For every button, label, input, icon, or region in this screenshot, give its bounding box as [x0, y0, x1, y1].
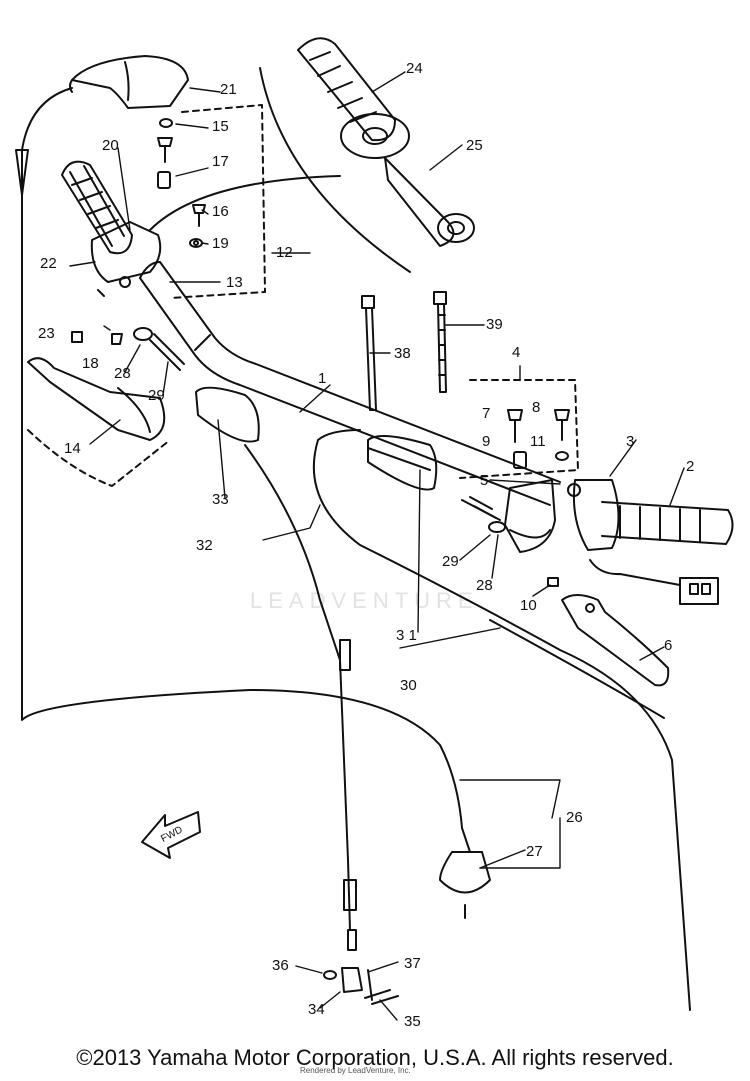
callout-38: 38	[394, 345, 411, 362]
callout-20: 20	[102, 137, 119, 154]
callout-25: 25	[466, 137, 483, 154]
callout-bracket-14	[27, 429, 171, 487]
callout-29a: 29	[148, 387, 165, 404]
cable-tie-39	[433, 291, 447, 393]
callout-31: 3 1	[396, 627, 417, 644]
callout-3: 3	[626, 433, 634, 450]
callout-6: 6	[664, 637, 672, 654]
callout-1: 1	[318, 370, 326, 387]
connector	[679, 577, 719, 605]
callout-12: 12	[276, 244, 293, 261]
callout-19: 19	[212, 235, 229, 252]
left-switch-housing	[90, 221, 162, 288]
callout-32: 32	[196, 537, 213, 554]
callout-21: 21	[220, 81, 237, 98]
callout-24: 24	[406, 60, 423, 77]
callout-4: 4	[512, 344, 520, 361]
front-brake-cable	[312, 429, 691, 1011]
callout-22: 22	[40, 255, 57, 272]
copyright-footer: ©2013 Yamaha Motor Corporation, U.S.A. A…	[76, 1045, 674, 1070]
switch-wire	[149, 175, 341, 231]
left-lever	[27, 357, 166, 441]
callout-17: 17	[212, 153, 229, 170]
right-switch-wire	[589, 559, 681, 586]
callout-8: 8	[532, 399, 540, 416]
cable-tie-38	[361, 295, 377, 411]
throttle-cable	[21, 87, 463, 829]
cable-end-clutch	[339, 639, 351, 671]
watermark-text: LEADVENTURE	[250, 588, 479, 613]
callout-29b: 29	[442, 553, 459, 570]
right-lever	[561, 594, 670, 687]
small-screws	[157, 118, 206, 248]
right-grip	[601, 501, 734, 545]
cable-end-parts	[323, 879, 399, 1005]
clutch-cable	[244, 444, 351, 931]
left-adjuster	[71, 289, 185, 371]
callout-39: 39	[486, 316, 503, 333]
callout-9: 9	[482, 433, 490, 450]
callout-7: 7	[482, 405, 490, 422]
right-switch-housing	[567, 479, 620, 551]
callout-10: 10	[520, 597, 537, 614]
rendered-by-note: Rendered by LeadVenture, Inc.	[300, 1066, 411, 1075]
callout-14: 14	[64, 440, 81, 457]
fwd-arrow	[141, 811, 201, 859]
callout-36: 36	[272, 957, 289, 974]
callout-26: 26	[566, 809, 583, 826]
callout-bracket-12	[169, 104, 266, 299]
bar-end-weight	[439, 827, 491, 919]
callout-28b: 28	[476, 577, 493, 594]
callout-37: 37	[404, 955, 421, 972]
small-parts-right	[507, 409, 570, 469]
callout-34: 34	[308, 1001, 325, 1018]
callout-11: 11	[530, 433, 546, 450]
callout-bracket-4	[459, 379, 579, 479]
front-brake-cable-outer	[489, 619, 665, 719]
leader-lines	[69, 71, 685, 1021]
callout-28a: 28	[114, 365, 131, 382]
cable-end	[15, 149, 29, 196]
callout-30: 30	[400, 677, 417, 694]
callout-18: 18	[82, 355, 99, 372]
callout-23: 23	[38, 325, 55, 342]
callout-5: 5	[480, 472, 488, 489]
handlebar	[139, 261, 561, 506]
callout-35: 35	[404, 1013, 421, 1030]
right-adjuster	[461, 496, 506, 533]
cable-cover-33	[195, 386, 260, 443]
cable-cover-31	[367, 435, 438, 491]
callout-13: 13	[226, 274, 243, 291]
handlebar-parts-diagram: LEADVENTURE	[15, 37, 734, 1030]
callout-15: 15	[212, 118, 229, 135]
callout-27: 27	[526, 843, 543, 860]
callout-33: 33	[212, 491, 229, 508]
callout-2: 2	[686, 458, 694, 475]
callout-16: 16	[212, 203, 229, 220]
right-lever-bracket	[504, 479, 559, 587]
grip-inset	[259, 37, 475, 273]
throttle-housing	[69, 55, 189, 109]
